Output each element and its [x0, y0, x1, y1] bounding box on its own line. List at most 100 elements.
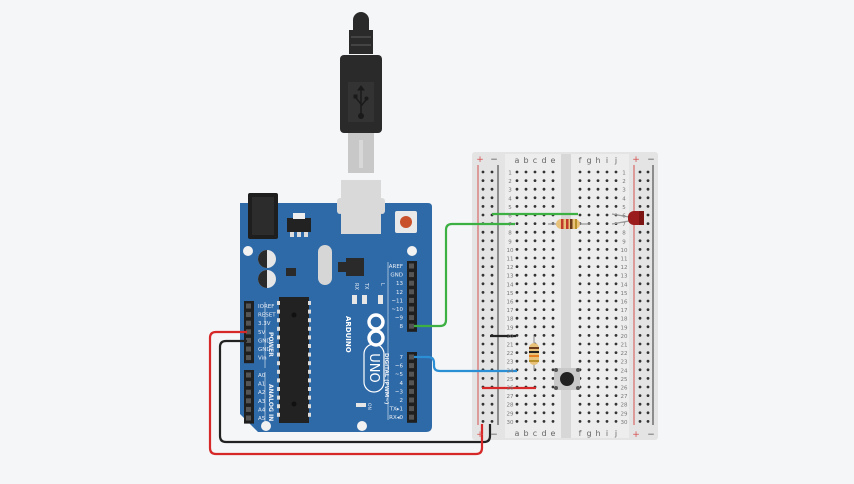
breadboard-hole[interactable] — [542, 402, 546, 406]
header-pin[interactable] — [409, 272, 414, 278]
breadboard-hole[interactable] — [596, 179, 600, 183]
rail-hole[interactable] — [638, 170, 642, 174]
rail-hole[interactable] — [481, 256, 485, 260]
rail-hole[interactable] — [646, 256, 650, 260]
rail-hole[interactable] — [481, 248, 485, 251]
breadboard-hole[interactable] — [587, 248, 591, 251]
breadboard-hole[interactable] — [524, 222, 528, 226]
breadboard-hole[interactable] — [524, 256, 528, 260]
rail-hole[interactable] — [490, 342, 494, 346]
breadboard-hole[interactable] — [596, 248, 600, 251]
wire-blue-pin7[interactable] — [414, 355, 517, 373]
breadboard-hole[interactable] — [605, 273, 609, 277]
rail-hole[interactable] — [638, 334, 642, 337]
rail-hole[interactable] — [481, 377, 485, 380]
rail-hole[interactable] — [638, 325, 642, 329]
breadboard-hole[interactable] — [551, 239, 555, 243]
breadboard-hole[interactable] — [524, 325, 528, 329]
breadboard-hole[interactable] — [578, 239, 582, 243]
pushbutton-cap[interactable] — [560, 372, 574, 386]
breadboard-hole[interactable] — [524, 334, 528, 337]
breadboard-hole[interactable] — [578, 299, 582, 303]
breadboard-hole[interactable] — [605, 196, 609, 200]
rail-hole[interactable] — [638, 265, 642, 268]
breadboard-hole[interactable] — [596, 187, 600, 191]
rail-hole[interactable] — [481, 299, 485, 303]
breadboard-hole[interactable] — [587, 299, 591, 303]
breadboard-hole[interactable] — [551, 248, 555, 251]
breadboard-hole[interactable] — [533, 273, 537, 277]
breadboard-hole[interactable] — [587, 316, 591, 320]
breadboard-hole[interactable] — [578, 342, 582, 346]
breadboard-hole[interactable] — [515, 179, 519, 183]
breadboard-hole[interactable] — [551, 256, 555, 260]
breadboard-hole[interactable] — [578, 411, 582, 415]
breadboard-hole[interactable] — [578, 334, 582, 337]
header-pin[interactable] — [246, 346, 251, 352]
breadboard-hole[interactable] — [542, 385, 546, 389]
rail-hole[interactable] — [646, 420, 650, 423]
rail-hole[interactable] — [638, 187, 642, 191]
breadboard-hole[interactable] — [533, 205, 537, 208]
breadboard-hole[interactable] — [587, 359, 591, 363]
breadboard-hole[interactable] — [542, 179, 546, 183]
breadboard-hole[interactable] — [587, 394, 591, 397]
breadboard-hole[interactable] — [524, 179, 528, 183]
breadboard-hole[interactable] — [533, 187, 537, 191]
rail-hole[interactable] — [638, 239, 642, 243]
header-pin[interactable] — [246, 389, 251, 395]
rail-hole[interactable] — [638, 385, 642, 389]
breadboard-hole[interactable] — [596, 385, 600, 389]
breadboard-hole[interactable] — [605, 394, 609, 397]
breadboard-hole[interactable] — [524, 342, 528, 346]
breadboard-hole[interactable] — [605, 299, 609, 303]
breadboard-hole[interactable] — [614, 420, 618, 423]
breadboard-hole[interactable] — [578, 196, 582, 200]
breadboard-hole[interactable] — [542, 368, 546, 372]
breadboard-hole[interactable] — [515, 282, 519, 286]
breadboard-hole[interactable] — [578, 325, 582, 329]
rail-hole[interactable] — [646, 411, 650, 415]
breadboard-hole[interactable] — [551, 230, 555, 234]
breadboard-hole[interactable] — [596, 291, 600, 294]
rail-hole[interactable] — [490, 239, 494, 243]
breadboard-hole[interactable] — [551, 282, 555, 286]
rail-hole[interactable] — [481, 282, 485, 286]
breadboard-hole[interactable] — [524, 282, 528, 286]
breadboard-hole[interactable] — [515, 359, 519, 363]
breadboard-hole[interactable] — [533, 248, 537, 251]
breadboard-hole[interactable] — [542, 308, 546, 311]
breadboard-hole[interactable] — [533, 196, 537, 200]
breadboard-hole[interactable] — [614, 334, 618, 337]
rail-hole[interactable] — [646, 351, 650, 354]
rail-hole[interactable] — [646, 368, 650, 372]
breadboard-hole[interactable] — [551, 359, 555, 363]
pushbutton[interactable] — [554, 368, 580, 390]
header-pin[interactable] — [409, 289, 414, 295]
breadboard-hole[interactable] — [596, 334, 600, 337]
breadboard-hole[interactable] — [578, 291, 582, 294]
rail-hole[interactable] — [638, 291, 642, 294]
breadboard-hole[interactable] — [578, 248, 582, 251]
rail-hole[interactable] — [646, 308, 650, 311]
header-pin[interactable] — [246, 329, 251, 335]
rail-hole[interactable] — [481, 359, 485, 363]
rail-hole[interactable] — [646, 213, 650, 217]
breadboard-hole[interactable] — [596, 299, 600, 303]
breadboard-hole[interactable] — [596, 265, 600, 268]
breadboard-hole[interactable] — [533, 316, 537, 320]
rail-hole[interactable] — [481, 213, 485, 217]
breadboard-hole[interactable] — [533, 222, 537, 226]
breadboard-hole[interactable] — [605, 308, 609, 311]
rail-hole[interactable] — [490, 196, 494, 200]
rail-hole[interactable] — [638, 377, 642, 380]
header-pin[interactable] — [409, 363, 414, 369]
resistor-10k-vertical[interactable] — [529, 336, 539, 370]
breadboard-hole[interactable] — [596, 316, 600, 320]
breadboard-hole[interactable] — [515, 239, 519, 243]
breadboard-hole[interactable] — [614, 308, 618, 311]
header-pin[interactable] — [246, 312, 251, 318]
rail-hole[interactable] — [490, 179, 494, 183]
breadboard-hole[interactable] — [587, 205, 591, 208]
breadboard-hole[interactable] — [533, 170, 537, 174]
